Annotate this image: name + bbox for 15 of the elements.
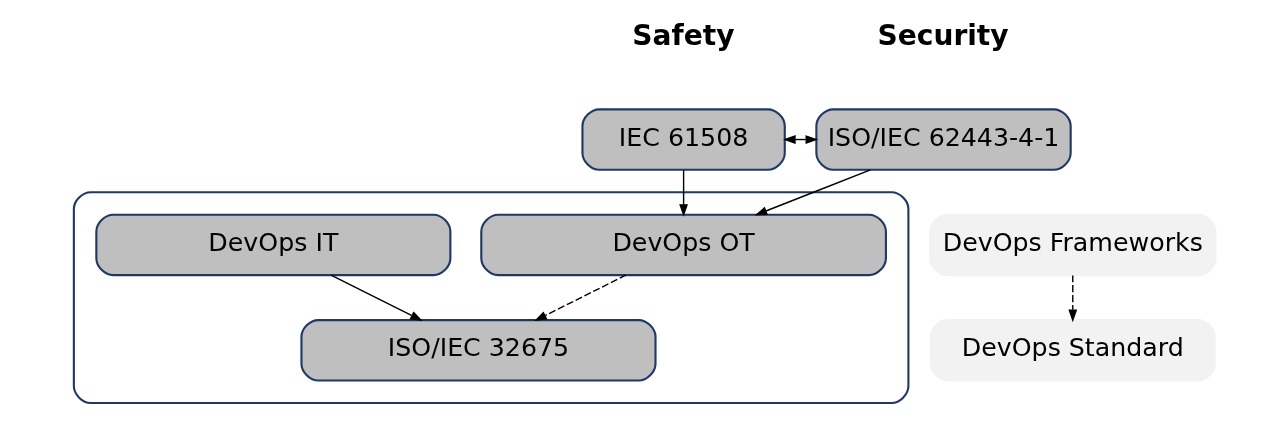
label: Security (877, 18, 1009, 52)
node-box: DevOps Standard (929, 319, 1216, 382)
label: Safety (632, 18, 735, 52)
arrow (679, 169, 689, 217)
cluster (72, 191, 910, 405)
node-box: IEC 61508 (581, 108, 786, 171)
arrow (330, 274, 423, 321)
node-box: DevOps Frameworks (929, 213, 1217, 277)
node-box: ISO/IEC 62443-4-1 (815, 108, 1072, 171)
node-box: DevOps OT (480, 213, 887, 277)
node-box: DevOps IT (95, 213, 452, 277)
arrow (534, 274, 627, 321)
node-box: ISO/IEC 32675 (300, 319, 657, 382)
arrow (1068, 274, 1078, 323)
arrow (754, 169, 872, 216)
